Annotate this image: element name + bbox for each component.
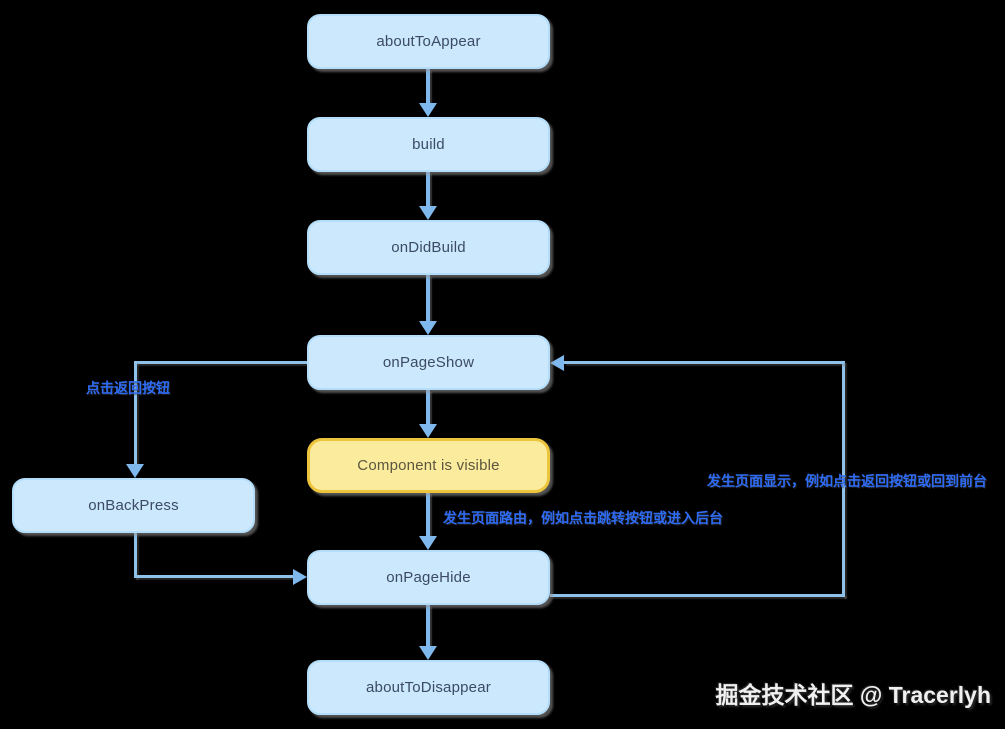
edge-onPageHide-onPageShow-vline [842,361,845,597]
edge-onPageHide-onPageShow-hline-bottom [550,594,845,597]
node-build: build [307,117,550,172]
node-onPageShow-label: onPageShow [382,354,475,371]
annotation-page-hide: 发生页面路由，例如点击跳转按钮或进入后台 [443,510,723,526]
edge-build-onDidBuild-line [426,172,430,208]
node-onPageHide-label: onPageHide [386,569,471,586]
node-onDidBuild-label: onDidBuild [391,239,466,256]
node-aboutToAppear-label: aboutToAppear [376,33,481,50]
edge-onPageHide-onPageShow-hline-top [564,361,844,364]
arrowhead-down-into-onPageShow [419,321,437,335]
annotation-page-show: 发生页面显示，例如点击返回按钮或回到前台 [707,473,987,489]
node-build-label: build [412,136,445,153]
node-aboutToDisappear: aboutToDisappear [307,660,550,715]
watermark: 掘金技术社区 @ Tracerlyh [715,682,992,708]
edge-onPageHide-aboutToDisappear-line [426,605,430,647]
arrowhead-down-into-aboutToDisappear [419,646,437,660]
arrowhead-down-into-onPageHide [419,536,437,550]
annotation-back-button: 点击返回按钮 [86,380,170,396]
arrowhead-left-into-onPageShow [550,355,564,371]
node-component-is-visible: Component is visible [307,438,550,493]
node-onPageHide: onPageHide [307,550,550,605]
node-onBackPress-label: onBackPress [88,497,179,514]
arrowhead-down-into-onBackPress [126,464,144,478]
edge-onPageShow-onBackPress-hline [134,361,307,364]
arrowhead-right-into-onPageHide [293,569,307,585]
edge-onPageShow-onBackPress-vline [134,361,137,464]
node-aboutToDisappear-label: aboutToDisappear [366,679,491,696]
edge-onBackPress-onPageHide-hline [134,575,293,578]
node-onDidBuild: onDidBuild [307,220,550,275]
edge-onPageShow-componentVisible-line [426,390,430,425]
edge-componentVisible-onPageHide-line [426,492,430,537]
edge-aboutToAppear-build-line [426,69,430,105]
arrowhead-down-into-componentVisible [419,424,437,438]
arrowhead-down-into-onDidBuild [419,206,437,220]
node-onBackPress: onBackPress [12,478,255,533]
node-onPageShow: onPageShow [307,335,550,390]
node-aboutToAppear: aboutToAppear [307,14,550,69]
edge-onDidBuild-onPageShow-line [426,275,430,322]
node-component-is-visible-label: Component is visible [357,457,500,474]
edge-onBackPress-onPageHide-vline [134,533,137,578]
arrowhead-down-into-build [419,103,437,117]
